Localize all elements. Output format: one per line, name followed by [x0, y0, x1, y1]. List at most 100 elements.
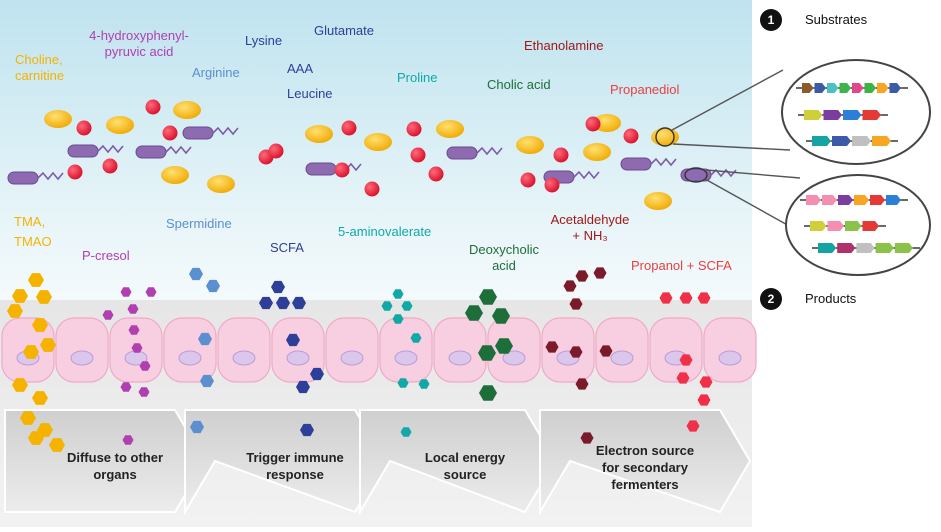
gene-arrow [827, 83, 839, 93]
gold-substrate-molecule [644, 192, 672, 210]
substrate-aaa-label: AAA [287, 61, 314, 76]
red-substrate-molecule [76, 120, 92, 136]
substrate-ethanolamine-label: Ethanolamine [524, 38, 604, 53]
bacterium-flagellum [650, 157, 677, 167]
product-hexagon [296, 380, 310, 394]
red-substrate-molecule [623, 128, 639, 144]
cell-nucleus [610, 350, 634, 366]
epithelial-cell [595, 317, 649, 383]
gold-substrate-molecule [436, 120, 464, 138]
epithelial-cell [55, 317, 109, 383]
product-hexagon [122, 435, 134, 445]
gene-arrow [806, 195, 821, 205]
product-hexagon [697, 292, 711, 304]
product-hexagon [7, 304, 23, 318]
epithelial-cell [541, 317, 595, 383]
gene-arrow [852, 83, 864, 93]
zoom-connector [671, 69, 784, 131]
gene-arrow [818, 243, 837, 253]
product-aminovalerate-label: 5-aminovalerate [338, 224, 432, 239]
bacterium-flagellum [573, 170, 600, 180]
product-hexagon [292, 296, 306, 310]
product-hexagon [102, 310, 114, 320]
product-hexagon [131, 343, 143, 353]
red-substrate-molecule [406, 121, 422, 137]
epithelial-cell [487, 317, 541, 383]
product-hexagon [276, 296, 290, 310]
red-substrate-molecule [334, 162, 350, 178]
gene-arrow [875, 243, 894, 253]
product-hexagon [139, 361, 151, 371]
substrate-hpp-label: 4-hydroxyphenyl-pyruvic acid [89, 28, 189, 59]
cell-nucleus [718, 350, 742, 366]
product-hexagon [679, 292, 693, 304]
product-scfa-label: SCFA [270, 240, 304, 255]
red-substrate-molecule [364, 181, 380, 197]
product-hexagon [12, 378, 28, 392]
zoom-connector [705, 169, 801, 179]
product-hexagon [676, 372, 690, 384]
product-hexagon [271, 280, 285, 294]
gene-arrow [839, 83, 851, 93]
zoom-source-ring-2 [684, 167, 708, 183]
bacterium [446, 146, 478, 160]
bacterium [305, 162, 337, 176]
outcome-arrow-shape [184, 409, 387, 516]
gene-arrow [804, 110, 823, 120]
product-hexagon [120, 287, 132, 297]
gene-arrow [889, 83, 901, 93]
epithelial-cell [649, 317, 703, 383]
product-hexagon [28, 431, 44, 445]
gene-arrow [838, 195, 853, 205]
gene-arrow [827, 221, 844, 231]
gene-arrow [845, 221, 862, 231]
gold-substrate-molecule [305, 125, 333, 143]
epithelial-cell [433, 317, 487, 383]
gene-arrow [877, 83, 889, 93]
bacterium [67, 144, 99, 158]
product-hexagon [686, 420, 700, 432]
gold-substrate-molecule [651, 128, 679, 146]
legend-label-substrates: Substrates [805, 12, 868, 27]
product-spermidine-label: Spermidine [166, 216, 232, 231]
product-hexagon [32, 318, 48, 332]
gene-arrow [852, 136, 871, 146]
gene-arrow [837, 243, 856, 253]
zoom-connector [704, 178, 801, 233]
cell-nucleus [448, 350, 472, 366]
gene-arrow [886, 195, 901, 205]
zoom-connector [672, 143, 791, 151]
zoom-source-ring-1 [655, 127, 675, 147]
substrate-cholic-acid-label: Cholic acid [487, 77, 551, 92]
cell-nucleus [340, 350, 364, 366]
product-hexagon [569, 346, 583, 358]
product-hexagon [418, 379, 430, 389]
gene-arrow [862, 110, 881, 120]
product-hexagon [575, 378, 589, 390]
gold-substrate-molecule [583, 143, 611, 161]
red-substrate-molecule [341, 120, 357, 136]
red-substrate-molecule [268, 143, 284, 159]
gene-arrow [862, 221, 879, 231]
product-hexagon [49, 438, 65, 452]
product-hexagon [593, 267, 607, 279]
product-hexagon [465, 305, 483, 321]
red-substrate-molecule [67, 164, 83, 180]
product-hexagon [206, 279, 220, 293]
epithelial-cell [217, 317, 271, 383]
epithelial-cell-layer [1, 317, 757, 383]
product-hexagon [145, 287, 157, 297]
product-hexagon [138, 387, 150, 397]
product-hexagon [127, 304, 139, 314]
cell-nucleus [70, 350, 94, 366]
gold-substrate-molecule [207, 175, 235, 193]
product-hexagon [575, 270, 589, 282]
gene-arrow [854, 195, 869, 205]
substrate-molecules [44, 99, 679, 210]
product-hexagon [381, 301, 393, 311]
cell-nucleus [502, 350, 526, 366]
